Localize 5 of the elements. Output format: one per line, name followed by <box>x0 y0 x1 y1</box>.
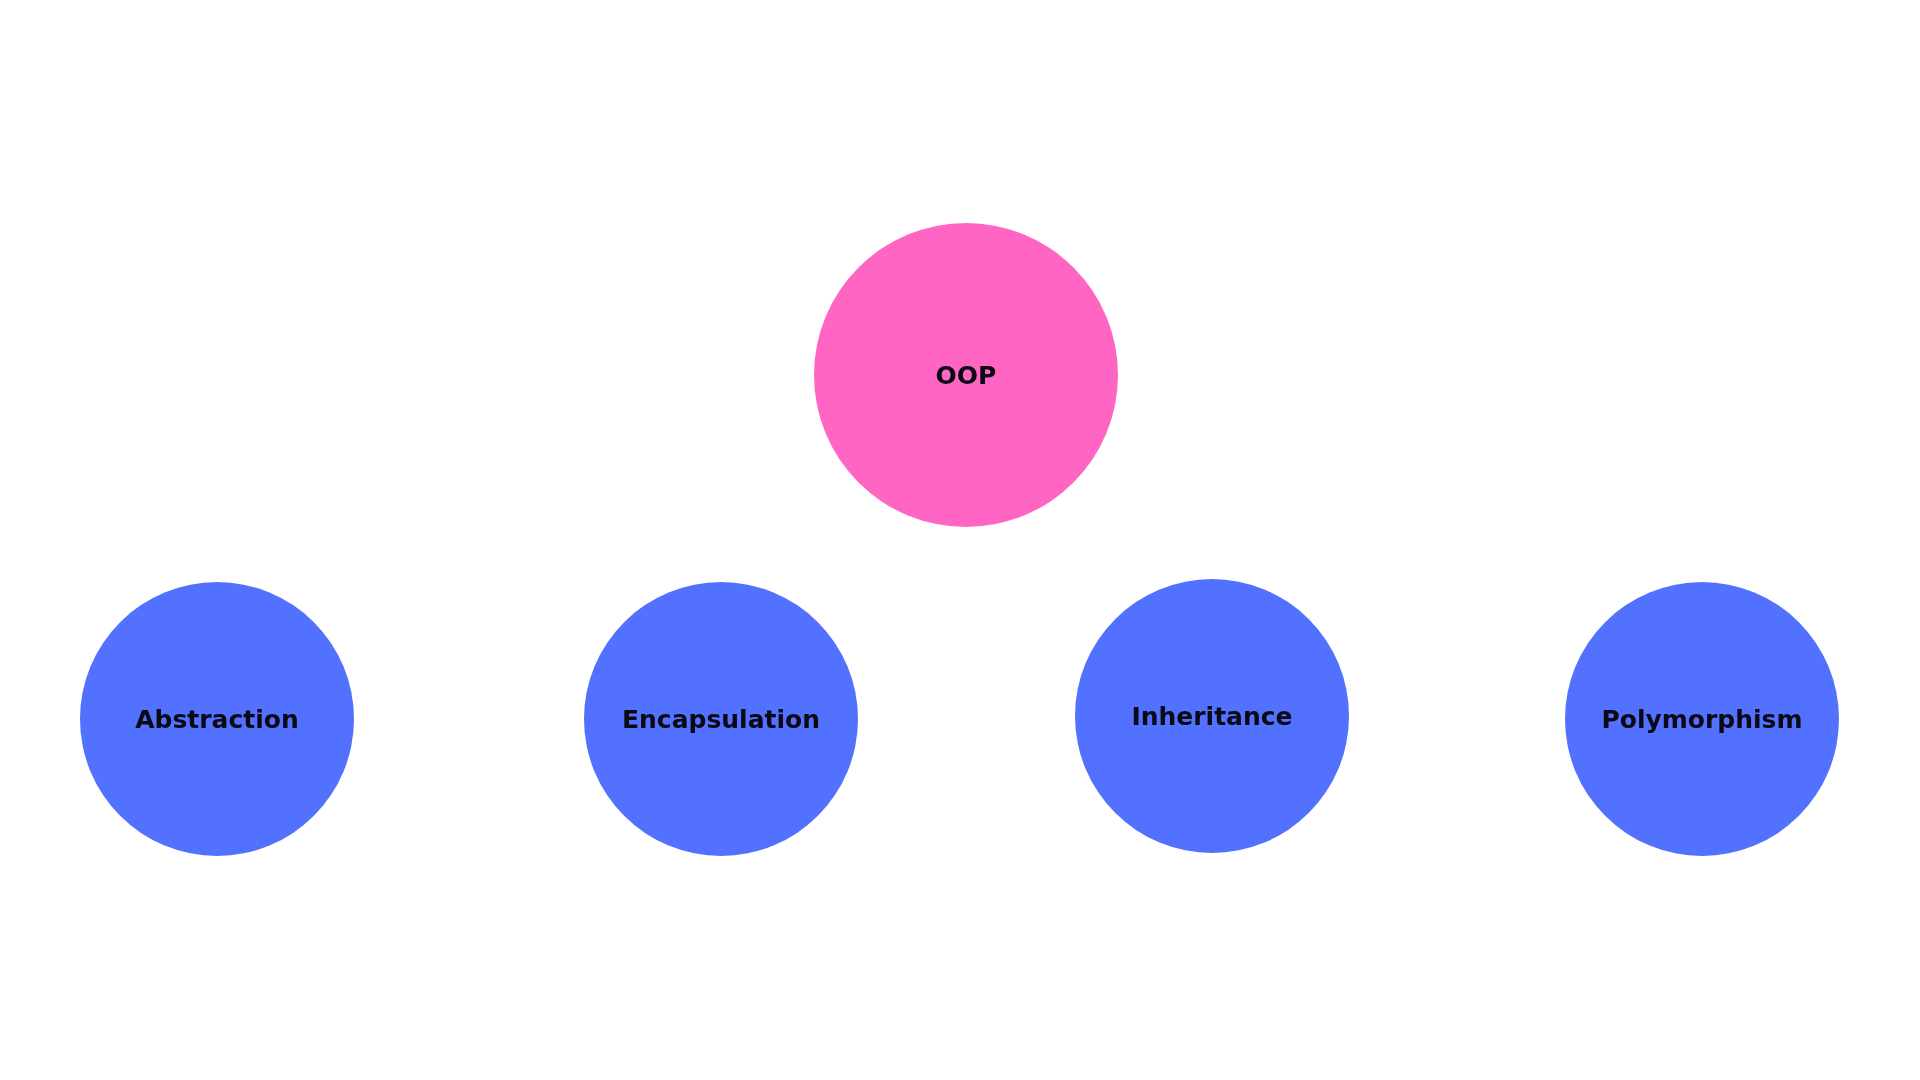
concept-label: Inheritance <box>1131 701 1293 731</box>
concept-label: OOP <box>935 360 997 390</box>
concept-label: Abstraction <box>135 704 299 734</box>
concept-label: Encapsulation <box>621 704 821 734</box>
concept-label: Polymorphism <box>1601 704 1803 734</box>
